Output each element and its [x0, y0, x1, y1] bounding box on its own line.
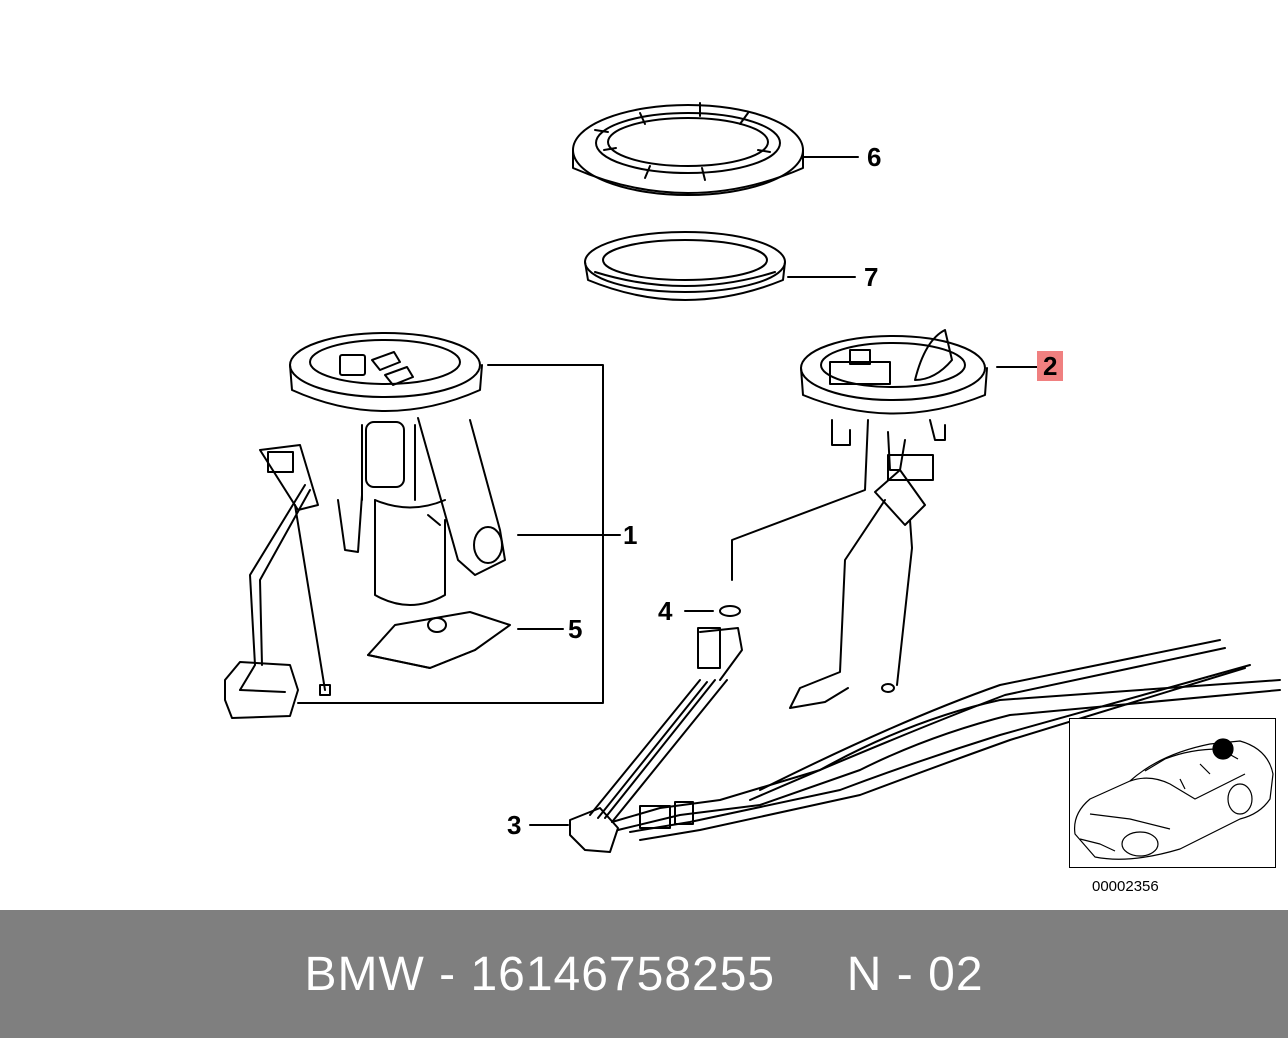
- parts-diagram: [224, 102, 1281, 853]
- filter-5: [367, 611, 511, 669]
- locking-ring-6: [572, 102, 804, 196]
- diagram-id: 00002356: [1092, 878, 1159, 895]
- line-harness-3: [569, 627, 1281, 853]
- callout-3[interactable]: 3: [507, 810, 522, 840]
- callout-6[interactable]: 6: [867, 142, 882, 172]
- callout-7[interactable]: 7: [864, 262, 879, 292]
- gap: [775, 947, 847, 1002]
- part-number: 16146758255: [470, 947, 776, 1001]
- callout-2[interactable]: 2: [1037, 351, 1064, 381]
- callout-1[interactable]: 1: [623, 520, 638, 550]
- sender-unit-2: [731, 329, 988, 709]
- callout-5[interactable]: 5: [568, 614, 583, 644]
- o-ring-4: [719, 605, 741, 617]
- brand-label: BMW: [304, 947, 425, 1001]
- part-number-footer: BMW - 16146758255 N - 02: [0, 910, 1288, 1038]
- vehicle-locator-inset: [1069, 718, 1276, 868]
- note-label: N - 02: [846, 947, 984, 1001]
- callout-4[interactable]: 4: [658, 596, 673, 626]
- car-icon: [1073, 738, 1274, 860]
- seal-ring-7: [584, 231, 786, 301]
- fuel-pump-assembly-1: [224, 332, 506, 719]
- separator: -: [424, 947, 471, 1001]
